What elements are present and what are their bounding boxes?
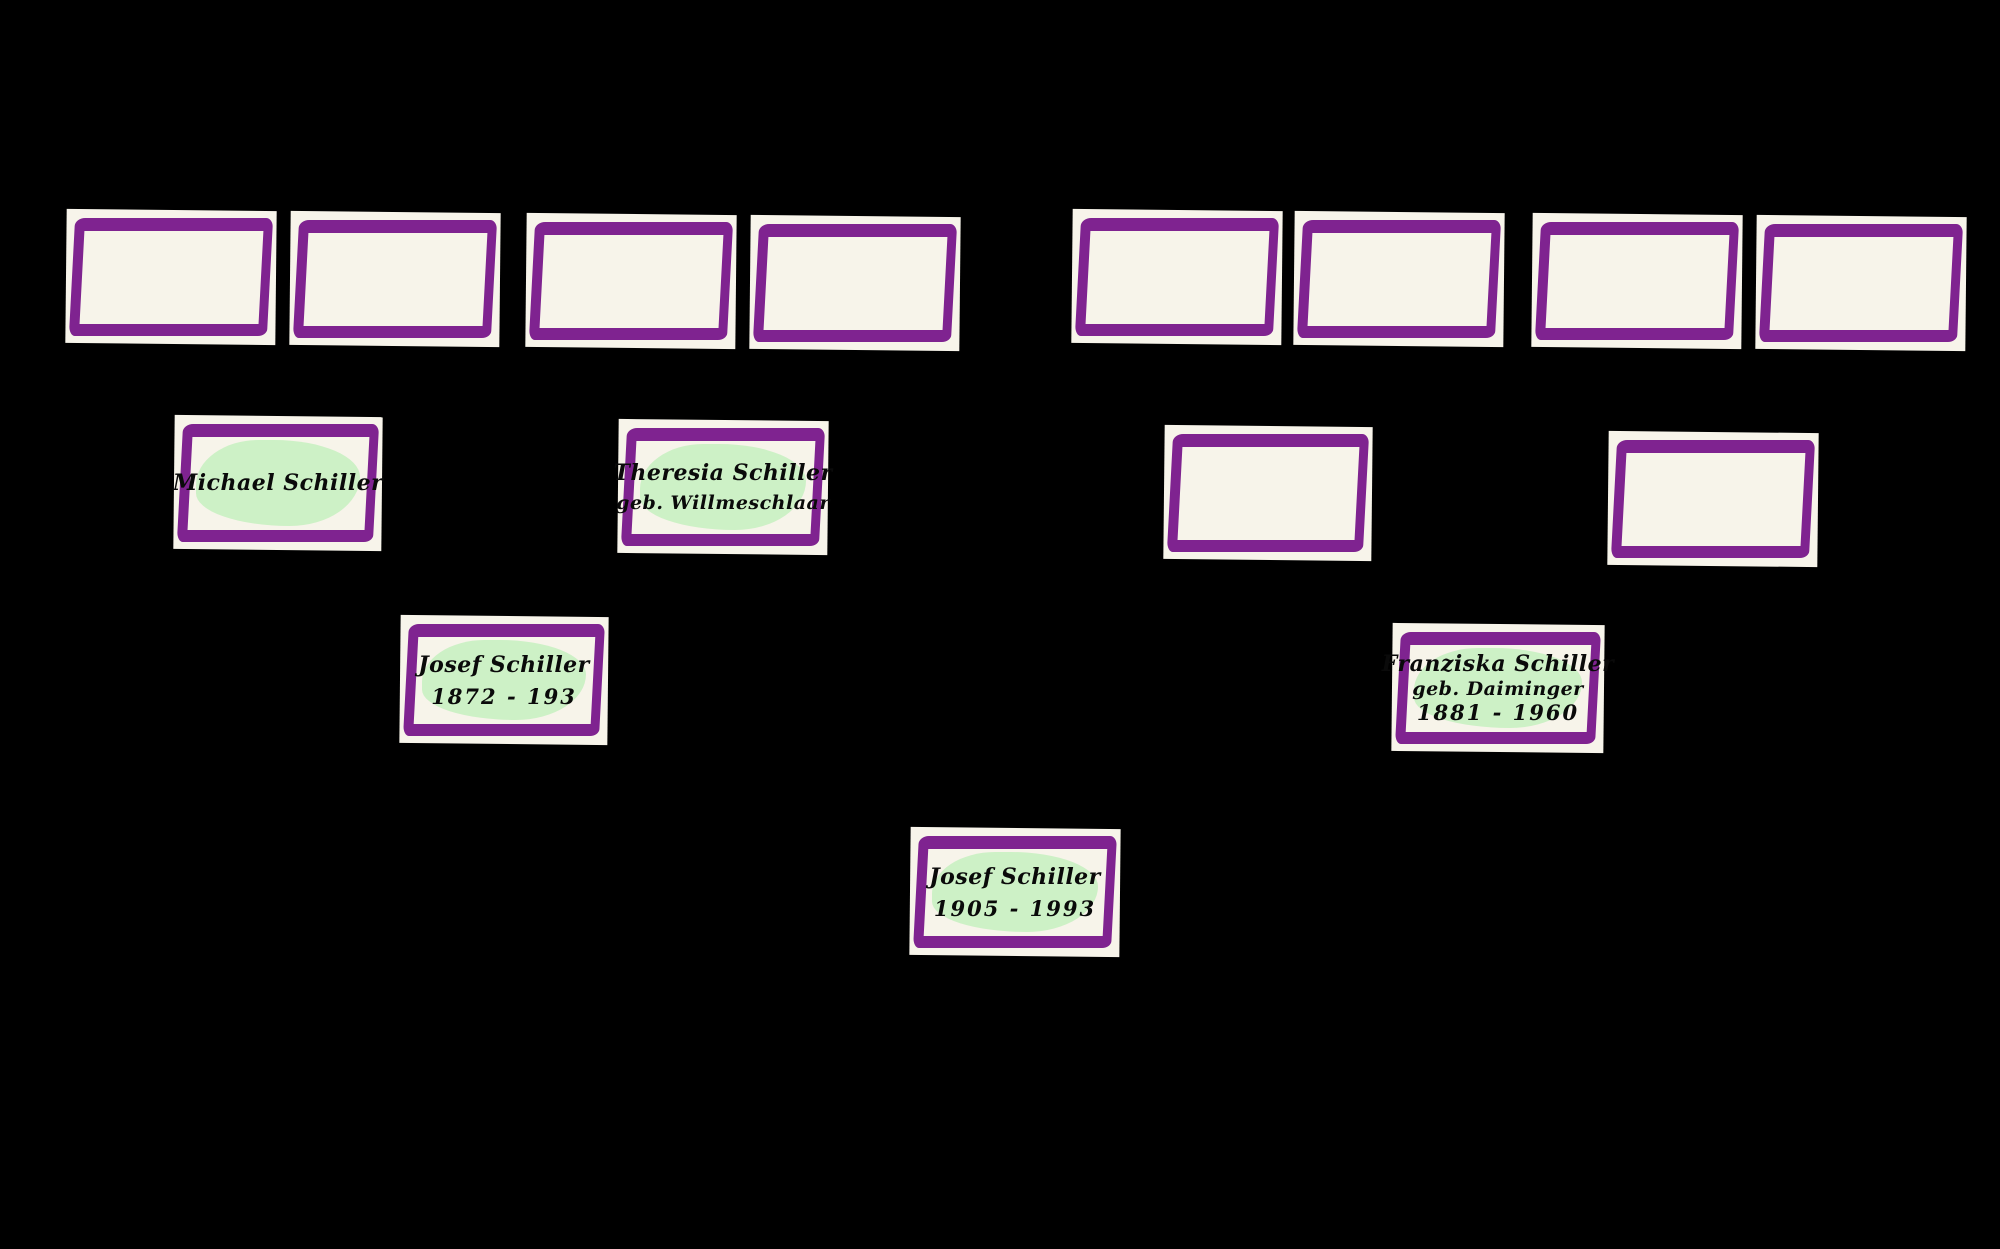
great-grandparent-card-7[interactable]: [1531, 212, 1743, 350]
great-grandparent-card-8[interactable]: [1755, 214, 1967, 352]
parent-card-josef-schiller[interactable]: Josef Schiller 1872 - 193: [399, 614, 609, 746]
person-name: Franziska Schiller: [1381, 651, 1615, 678]
card-text: [1776, 242, 1946, 326]
card-text: [1552, 240, 1722, 324]
card-highlight: [196, 440, 360, 526]
life-years: 1905 - 1993: [933, 895, 1097, 921]
card-text: [1092, 236, 1262, 320]
great-grandparent-card-2[interactable]: [289, 210, 501, 348]
great-grandparent-card-4[interactable]: [749, 214, 961, 352]
subject-card-josef-schiller[interactable]: Josef Schiller 1905 - 1993: [909, 826, 1121, 958]
grandparent-card-4[interactable]: [1607, 430, 1819, 568]
maiden-name: geb. Willmeschlaar: [616, 491, 830, 514]
maiden-name: geb. Daiminger: [1412, 677, 1584, 700]
card-text: Josef Schiller 1872 - 193: [418, 642, 590, 720]
grandparent-card-theresia-schiller[interactable]: Theresia Schiller geb. Willmeschlaar: [613, 418, 832, 556]
great-grandparent-card-3[interactable]: [525, 212, 737, 350]
card-highlight: [1414, 648, 1582, 728]
card-text: [1314, 238, 1484, 322]
person-name: Josef Schiller: [418, 652, 590, 679]
grandparent-card-michael-schiller[interactable]: Michael Schiller: [173, 414, 383, 552]
card-text: [1628, 458, 1798, 542]
card-text: Josef Schiller 1905 - 1993: [929, 854, 1101, 932]
card-text: [86, 236, 256, 320]
parent-card-franziska-schiller[interactable]: Franziska Schiller geb. Daiminger 1881 -…: [1382, 622, 1614, 754]
grandparent-card-3[interactable]: [1163, 424, 1373, 562]
great-grandparent-card-6[interactable]: [1293, 210, 1505, 348]
person-name: Josef Schiller: [929, 864, 1101, 891]
great-grandparent-card-5[interactable]: [1071, 208, 1283, 346]
card-text: Michael Schiller: [173, 442, 383, 526]
life-years: 1881 - 1960: [1416, 700, 1580, 726]
card-highlight: [640, 444, 806, 530]
great-grandparent-card-1[interactable]: [65, 208, 277, 346]
card-text: [310, 238, 480, 322]
person-name: Theresia Schiller: [613, 460, 833, 487]
card-text: [770, 242, 940, 326]
life-years: 1872 - 193: [431, 683, 577, 709]
card-highlight: [422, 640, 586, 720]
card-text: [546, 240, 716, 324]
person-name: Michael Schiller: [172, 470, 384, 497]
card-text: Franziska Schiller geb. Daiminger 1881 -…: [1382, 650, 1614, 728]
card-text: Theresia Schiller geb. Willmeschlaar: [613, 446, 832, 530]
card-highlight: [932, 852, 1098, 932]
card-text: [1184, 452, 1352, 536]
